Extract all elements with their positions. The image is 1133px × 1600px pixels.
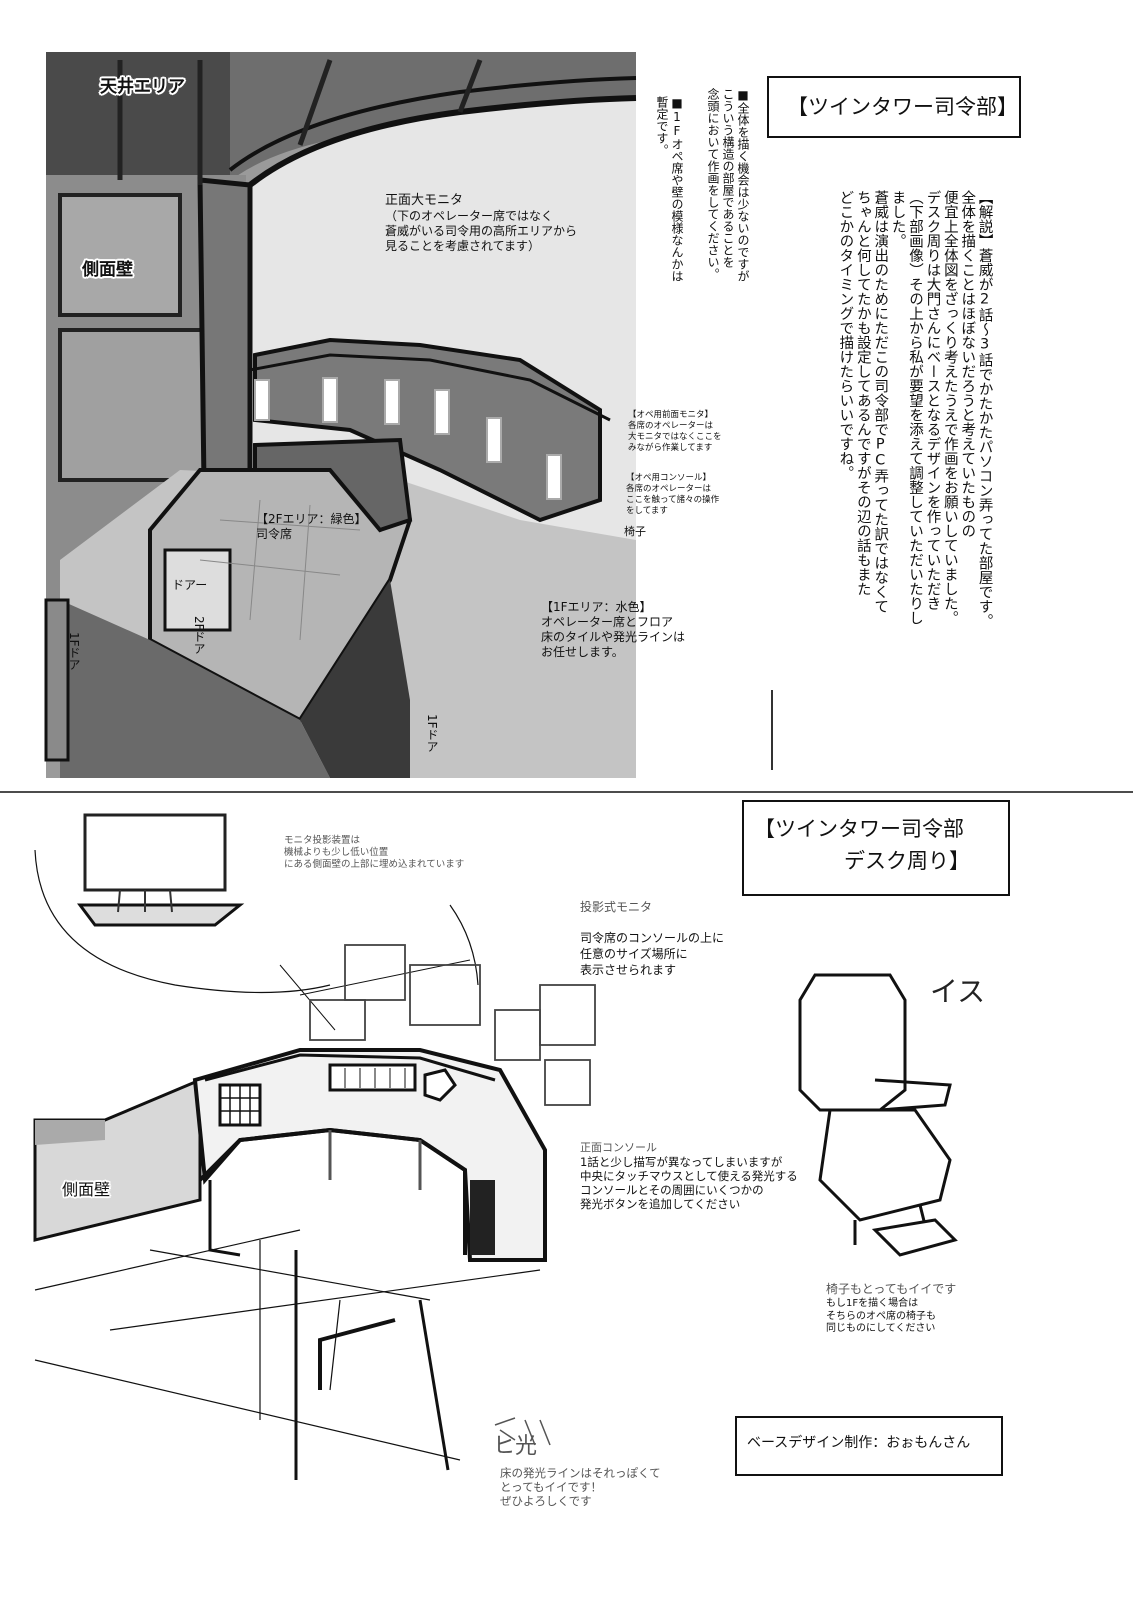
- bottom-title-line1: 【ツインタワー司令部: [754, 817, 964, 841]
- top-title-box: 【ツインタワー司令部】: [767, 76, 1021, 138]
- label-1f-door-bottom: 1Fドア: [425, 714, 439, 753]
- label-front-monitor-desc: （下のオペレーター席ではなく 蒼威がいる司令用の高所エリアから 見ることを考慮さ…: [385, 209, 578, 253]
- top-room-sketch: [0, 52, 1133, 793]
- label-2f-area: 【2Fエリア：緑色】 司令席: [256, 512, 367, 541]
- chair-handwritten: イス: [930, 975, 986, 1008]
- projection-monitor-desc: 司令席のコンソールの上に 任意のサイズ場所に 表示させられます: [580, 931, 725, 977]
- front-console-title: 正面コンソール: [580, 1141, 657, 1154]
- chair-note-desc: もし1Fを描く場合は そちらのオペ席の椅子も 同じものにしてください: [826, 1298, 936, 1334]
- note-1f-temporary: ■1Fオペ席や壁の模様なんかは 暫定です。: [655, 96, 684, 282]
- label-ope-monitor: 【オペ用前面モニタ】 各席のオペレーターは 大モニタではなくここを みながら作業…: [628, 410, 722, 453]
- label-2f-door: 2Fドア: [192, 616, 206, 655]
- light-handwritten: ヒ光: [493, 1434, 538, 1459]
- credit-text: ベースデザイン制作：おぉもんさん: [747, 1435, 971, 1451]
- credit-box: ベースデザイン制作：おぉもんさん: [735, 1416, 1003, 1476]
- chair-note-title: 椅子もとってもイイです: [826, 1282, 957, 1296]
- label-side-wall-bottom: 側面壁: [62, 1180, 111, 1199]
- explanation-text: 【解説】蒼威が2話〜3話でかたかたパソコン弄ってた部屋です。 全体を描くことはほ…: [837, 190, 993, 628]
- label-1f-door-left: 1Fドア: [67, 632, 81, 671]
- label-1f-area: 【1Fエリア：水色】 オペレーター席とフロア 床のタイルや発光ラインは お任せし…: [541, 600, 686, 659]
- note-whole-room: ■全体を描く機会は少ないのですが こういう構造の部屋であることを 念頭において作…: [706, 88, 750, 282]
- label-side-wall-top: 側面壁: [82, 260, 133, 280]
- door-sign: ドアー: [172, 578, 208, 592]
- top-title: 【ツインタワー司令部】: [787, 95, 1018, 119]
- bottom-title-line2: デスク周り】: [844, 849, 970, 873]
- projection-monitor-title: 投影式モニタ: [580, 900, 653, 914]
- bottom-title-box: 【ツインタワー司令部 デスク周り】: [742, 800, 1010, 896]
- front-console-desc: 1話と少し描写が異なってしまいますが 中央にタッチマウスとして使える発光する コ…: [580, 1155, 798, 1211]
- label-ope-console: 【オペ用コンソール】 各席のオペレーターは ここを触って諸々の操作 をしてます: [626, 473, 720, 516]
- floor-light-note: 床の発光ラインはそれっぽくて とってもイイです！ ぜひよろしくです: [500, 1466, 661, 1508]
- label-chair-top: 椅子: [624, 525, 646, 538]
- label-ceiling-area: 天井エリア: [100, 77, 185, 97]
- black-square-icon: ■全体を描く機会は少ないのですが: [736, 88, 750, 282]
- label-front-monitor-title: 正面大モニタ: [385, 193, 464, 208]
- projector-note: モニタ投影装置は 機械よりも少し低い位置 にある側面壁の上部に埋め込まれています: [284, 835, 465, 870]
